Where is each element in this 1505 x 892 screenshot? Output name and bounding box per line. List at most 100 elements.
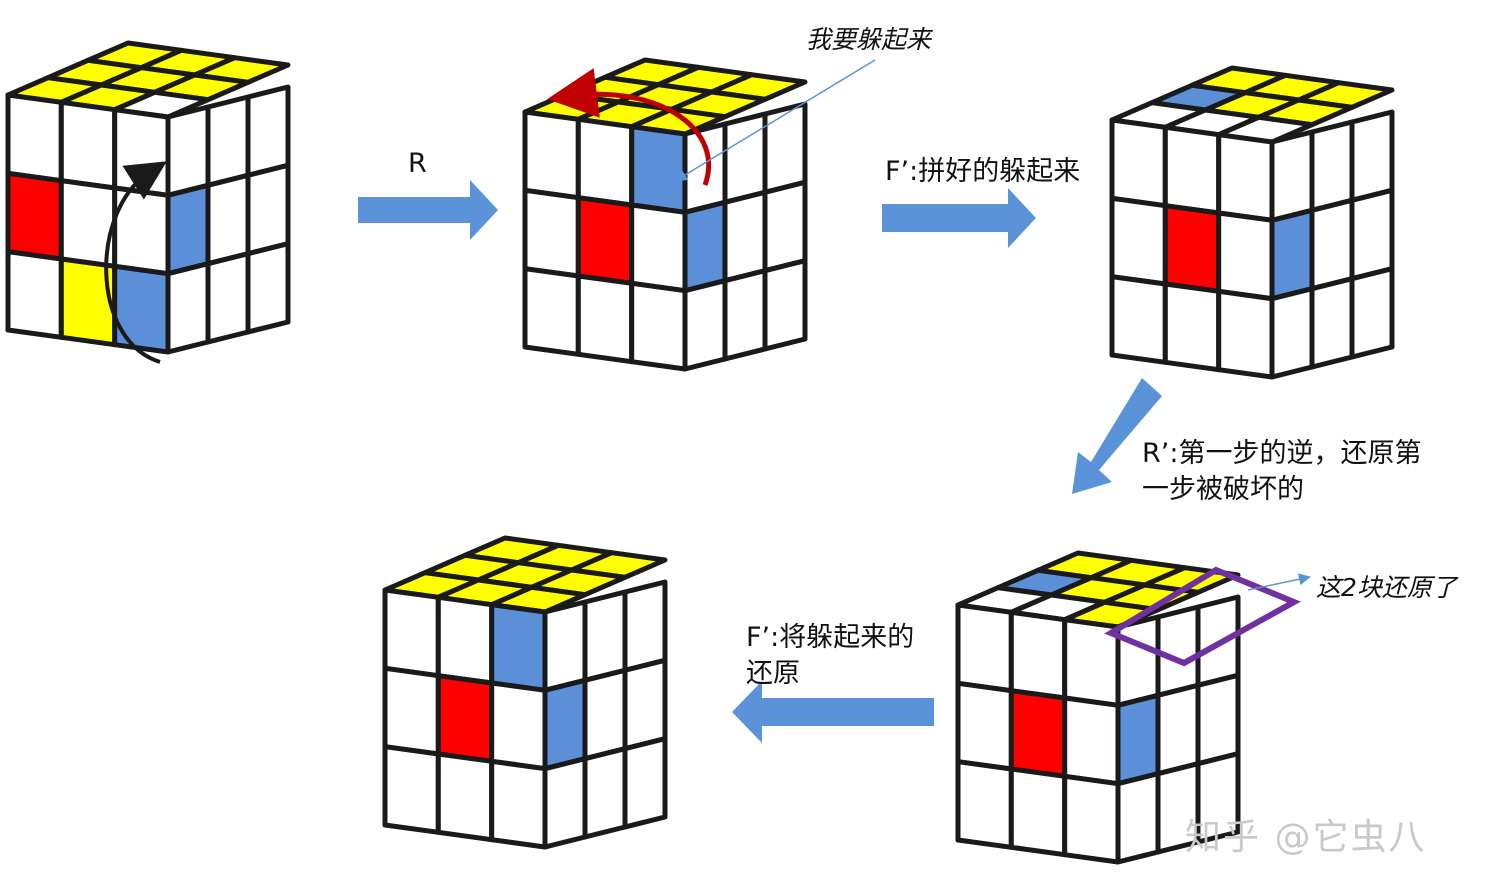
step-label-f-prime: F’:拼好的躲起来	[885, 156, 1081, 187]
sticker-right	[205, 172, 251, 267]
sticker-front	[489, 680, 548, 772]
sticker-right	[1349, 187, 1395, 282]
sticker-right	[1309, 197, 1355, 292]
sticker-right	[205, 251, 251, 345]
sticker-front	[1162, 281, 1222, 373]
restored-note: 这2块还原了	[1316, 573, 1457, 602]
watermark: 知乎 @它虫八	[1185, 817, 1427, 858]
sticker-right	[762, 258, 808, 352]
sticker-right	[622, 579, 668, 673]
sticker-right	[762, 101, 808, 195]
sticker-front	[629, 124, 688, 215]
sticker-right	[1309, 119, 1355, 213]
restored-highlight	[1104, 566, 1301, 667]
sticker-front	[575, 116, 635, 208]
sticker-right	[622, 657, 668, 752]
sticker-front	[435, 751, 495, 843]
sticker-right	[542, 599, 588, 693]
sticker-right	[245, 162, 291, 257]
sticker-front	[1162, 203, 1222, 294]
sticker-front	[1008, 688, 1068, 779]
sticker-front	[5, 170, 64, 262]
sticker-right	[682, 199, 728, 294]
sticker-front	[955, 602, 1014, 694]
sticker-right	[1115, 692, 1161, 787]
sticker-right	[245, 84, 291, 178]
sticker-right	[722, 189, 768, 284]
sticker-front	[435, 673, 495, 764]
step-label-f-prime-2-line1: F’:将躲起来的	[746, 622, 915, 653]
sticker-front	[955, 759, 1014, 850]
sticker-right	[582, 746, 628, 840]
sticker-right	[582, 589, 628, 683]
sticker-front	[1109, 195, 1168, 287]
sticker-right	[762, 179, 808, 274]
sticker-right	[1155, 604, 1201, 698]
sticker-right	[542, 677, 588, 772]
sticker-right	[1155, 682, 1201, 777]
pointer-line	[1247, 573, 1311, 591]
sticker-right	[682, 121, 728, 215]
sticker-front	[629, 202, 688, 294]
diagonal-arrow-icon	[1072, 378, 1162, 494]
sticker-right	[165, 261, 211, 355]
sticker-right	[245, 241, 291, 335]
sticker-right	[1349, 266, 1395, 360]
sticker-front	[382, 665, 441, 757]
sticker-front	[1109, 117, 1168, 209]
sticker-right	[682, 278, 728, 372]
cube-initial	[5, 40, 291, 355]
sticker-front	[1216, 132, 1275, 223]
sticker-right	[1115, 614, 1161, 708]
sticker-front	[1008, 609, 1068, 701]
sticker-right	[542, 756, 588, 850]
sticker-front	[58, 99, 118, 191]
right-arrow-icon	[882, 188, 1036, 248]
move-arrow-icon	[104, 161, 167, 364]
sticker-right	[722, 268, 768, 362]
sticker-front	[522, 266, 581, 357]
sticker-front	[435, 594, 495, 686]
sticker-right	[1115, 771, 1161, 865]
sticker-right	[1195, 751, 1241, 845]
rotation-arrow-icon	[547, 68, 712, 186]
left-arrow-icon	[732, 681, 934, 743]
sticker-right	[1349, 109, 1395, 203]
pointer-line	[674, 59, 876, 182]
sticker-front	[112, 263, 171, 355]
sticker-front	[489, 602, 548, 693]
step-label-r-prime-line1: R’:第一步的逆，还原第	[1142, 438, 1422, 469]
right-arrow-icon	[358, 180, 498, 240]
sticker-right	[205, 94, 251, 188]
sticker-right	[582, 667, 628, 762]
sticker-front	[5, 249, 64, 340]
sticker-right	[722, 111, 768, 205]
sticker-front	[1216, 210, 1275, 302]
sticker-front	[1216, 288, 1275, 380]
sticker-front	[629, 280, 688, 372]
sticker-front	[1109, 274, 1168, 365]
sticker-right	[1269, 286, 1315, 380]
sticker-front	[1062, 773, 1121, 865]
cube-after-f-prime	[1109, 65, 1395, 380]
sticker-right	[1269, 207, 1315, 302]
step-label-f-prime-2-line2: 还原	[746, 658, 800, 689]
step-label-r-prime-line2: 一步被破坏的	[1142, 474, 1304, 505]
sticker-front	[5, 92, 64, 184]
hide-note: 我要躲起来	[806, 25, 932, 54]
sticker-right	[622, 736, 668, 830]
sticker-front	[955, 680, 1014, 772]
cube-final	[382, 535, 668, 850]
sticker-front	[1162, 124, 1222, 216]
sticker-right	[1269, 129, 1315, 223]
sticker-front	[522, 187, 581, 279]
sticker-front	[489, 758, 548, 850]
sticker-front	[112, 107, 171, 198]
sticker-right	[1309, 276, 1355, 370]
step-label-r: R	[408, 148, 427, 179]
sticker-right	[165, 104, 211, 198]
sticker-front	[382, 744, 441, 835]
sticker-front	[1008, 766, 1068, 858]
sticker-right	[1195, 672, 1241, 767]
